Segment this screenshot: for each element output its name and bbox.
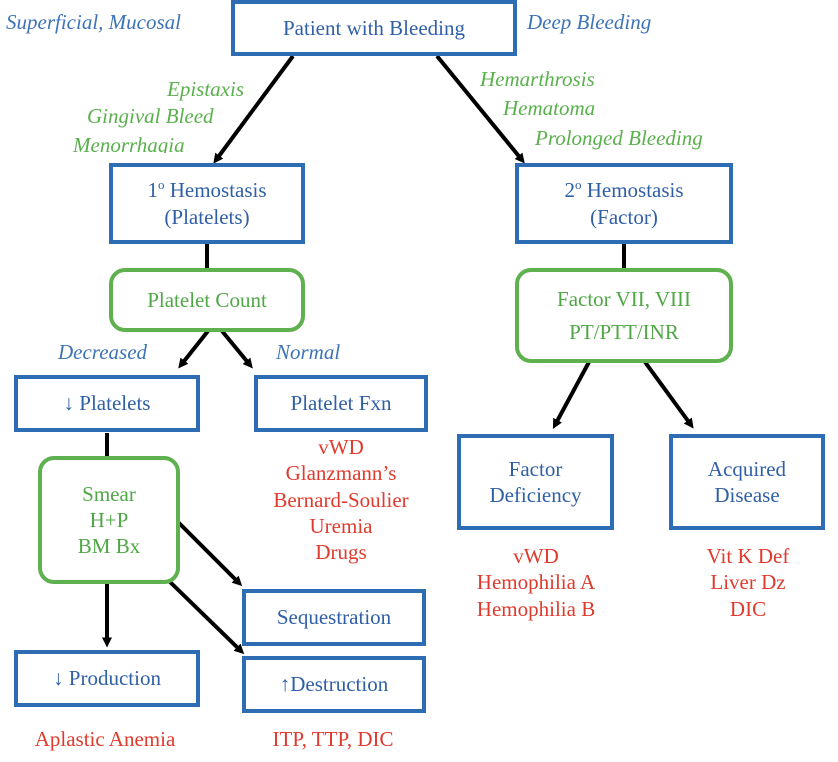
decreased-label: Decreased [58, 340, 148, 364]
destruction-causes: ITP, TTP, DIC [272, 727, 394, 751]
low-platelets-box: ↓ Platelets [14, 375, 200, 432]
symptom-gingival-bleed: Gingival Bleed [87, 104, 214, 128]
secondary-hemostasis-degree: o [574, 177, 582, 193]
low-platelets-text: ↓ Platelets [63, 391, 151, 416]
sequestration-box: Sequestration [242, 589, 426, 646]
arrow-workup-to-sequestration [175, 519, 243, 587]
cause-drugs: Drugs [315, 540, 367, 564]
primary-hemostasis-word: Hemostasis [164, 178, 267, 203]
arrow-count-to-fxn [220, 329, 253, 369]
arrow-root-to-primary [213, 54, 295, 164]
cause-dic: DIC [729, 596, 767, 621]
cause-glanzmanns: Glanzmann’s [285, 461, 397, 486]
primary-hemostasis-box: 1o Hemostasis (Platelets) [109, 163, 305, 244]
acquired-causes: Vit K Def Liver Dz DIC [660, 543, 836, 622]
platelet-fxn-box: Platelet Fxn [254, 375, 428, 432]
cause-vwd: vWD [318, 435, 364, 459]
destruction-box: ↑Destruction [242, 656, 426, 713]
symptom-menorrhagia: Menorrhagia [73, 133, 185, 153]
deficiency-causes: vWD Hemophilia A Hemophilia B [440, 543, 632, 622]
secondary-hemostasis-title: 2o Hemostasis [564, 177, 683, 203]
primary-hemostasis-number: 1 [147, 178, 158, 203]
factor-deficiency-box: Factor Deficiency [457, 434, 614, 530]
workup-hp: H+P [89, 507, 129, 532]
cause-bernard-soulier: Bernard-Soulier [273, 487, 409, 512]
sequestration-text: Sequestration [276, 605, 392, 630]
acquired-disease-box: Acquired Disease [669, 434, 825, 530]
secondary-hemostasis-box: 2o Hemostasis (Factor) [515, 163, 733, 244]
workup-bm-bx: BM Bx [77, 534, 141, 559]
factor-tests-box: Factor VII, VIII PT/PTT/INR [515, 268, 733, 363]
arrow-count-to-low-platelets [178, 329, 210, 369]
cause-hemophilia-a: Hemophilia A [476, 570, 596, 595]
factor-deficiency-line1: Factor [508, 456, 563, 481]
arrow-root-to-secondary [435, 54, 525, 164]
platelet-count-text: Platelet Count [147, 287, 267, 312]
destruction-text: ↑Destruction [279, 672, 389, 697]
symptom-epistaxis: Epistaxis [167, 77, 244, 101]
secondary-hemostasis-word: Hemostasis [581, 178, 684, 203]
patient-with-bleeding-box: Patient with Bleeding [231, 0, 517, 56]
cause-liver-dz: Liver Dz [710, 570, 786, 595]
primary-hemostasis-title: 1o Hemostasis [147, 177, 266, 203]
platelet-count-box: Platelet Count [109, 268, 305, 332]
primary-hemostasis-degree: o [157, 177, 165, 193]
arrow-tests-to-deficiency [552, 361, 591, 429]
cause-uremia: Uremia [309, 513, 373, 538]
factor-tests-line1: Factor VII, VIII [557, 287, 691, 312]
patient-with-bleeding-text: Patient with Bleeding [283, 15, 465, 40]
secondary-hemostasis-number: 2 [564, 178, 575, 203]
factor-tests-line2: PT/PTT/INR [569, 319, 679, 344]
symptom-prolonged-bleeding: Prolonged Bleeding [535, 126, 703, 150]
workup-box: Smear H+P BM Bx [38, 456, 180, 584]
symptom-hematoma: Hematoma [503, 96, 596, 120]
arrow-tests-to-acquired [643, 360, 694, 429]
primary-hemostasis-subtitle: (Platelets) [164, 204, 250, 229]
production-box: ↓ Production [14, 650, 200, 707]
production-text: ↓ Production [53, 666, 161, 691]
symptom-hemarthrosis: Hemarthrosis [480, 67, 595, 91]
deep-bleeding-label: Deep Bleeding [527, 10, 652, 34]
superficial-mucosal-label: Superficial, Mucosal [6, 10, 181, 34]
cause-deficiency-vwd: vWD [513, 544, 559, 568]
normal-label: Normal [276, 340, 341, 364]
acquired-disease-line1: Acquired [707, 456, 787, 481]
acquired-disease-line2: Disease [714, 483, 780, 507]
arrow-workup-to-destruction [166, 578, 245, 655]
secondary-hemostasis-subtitle: (Factor) [590, 204, 658, 229]
production-cause: Aplastic Anemia [34, 727, 176, 751]
cause-hemophilia-b: Hemophilia B [476, 596, 596, 621]
workup-smear: Smear [82, 481, 136, 506]
factor-deficiency-line2: Deficiency [489, 483, 582, 507]
platelet-fxn-causes: vWD Glanzmann’s Bernard-Soulier Uremia D… [240, 434, 442, 565]
cause-vit-k-def: Vit K Def [706, 544, 790, 568]
platelet-fxn-text: Platelet Fxn [290, 391, 392, 416]
